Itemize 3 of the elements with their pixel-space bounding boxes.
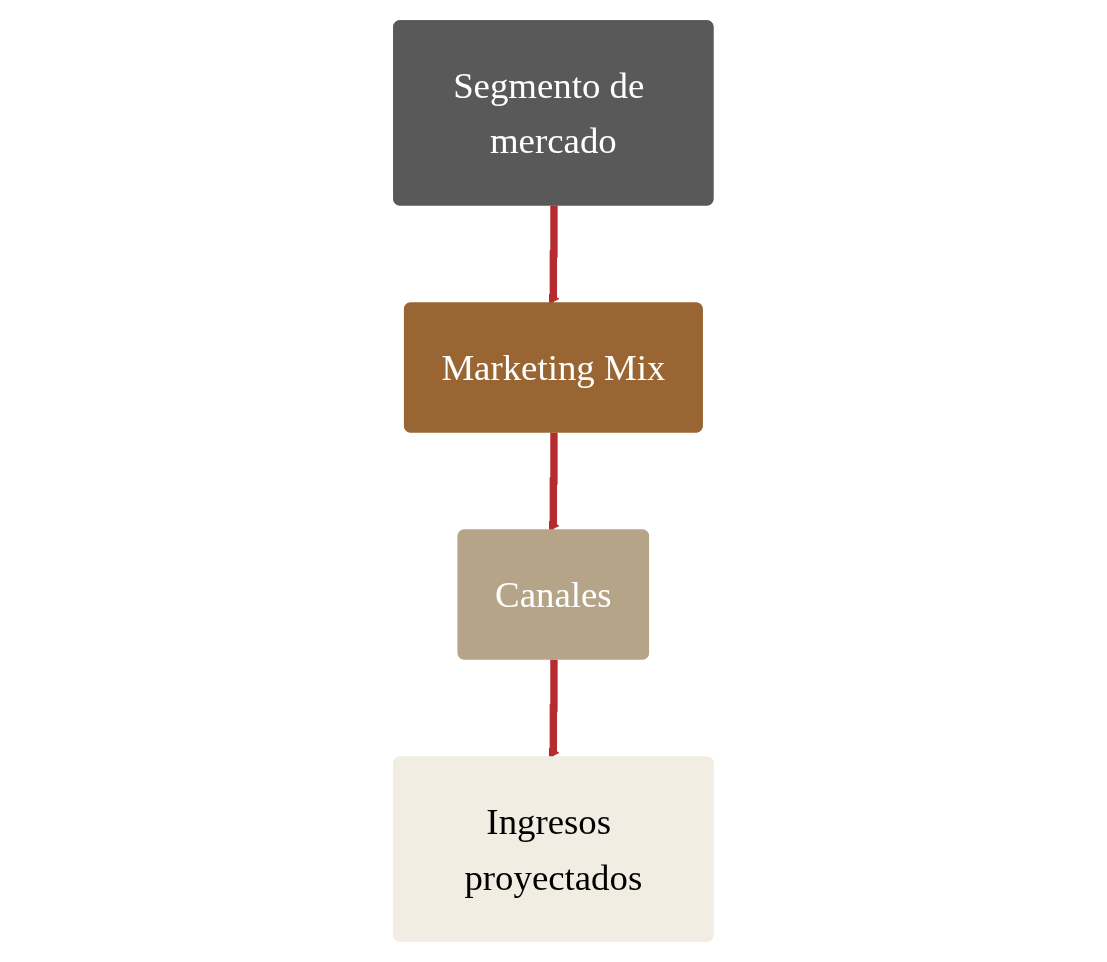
arrow xyxy=(548,659,560,759)
arrow xyxy=(548,205,560,305)
arrow xyxy=(548,432,560,532)
